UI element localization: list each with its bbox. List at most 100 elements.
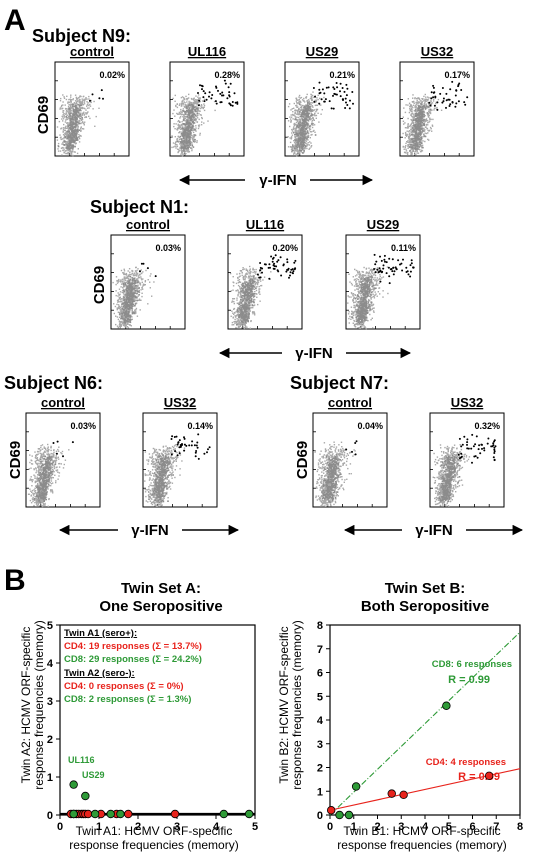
chart-b-cd8-label: CD8: 6 responses [432, 659, 512, 670]
flow-plot-frame [54, 61, 130, 157]
flow-plot-cloud [27, 443, 70, 508]
point-cd4 [387, 789, 396, 798]
x-tick-label: 0 [327, 821, 333, 833]
flow-plot-positive-events [170, 433, 211, 460]
y-tick-label: 4 [47, 658, 54, 670]
flow-plot-cloud [56, 94, 100, 157]
y-tick-label: 0 [317, 810, 323, 822]
point-cd4 [484, 771, 494, 781]
legend-a2-cd4: CD4: 0 responses (Σ = 0%) [64, 681, 183, 692]
flow-plot-condition: US29 [367, 217, 400, 232]
x-tick-label: 0 [57, 821, 63, 833]
flow-plot-percent: 0.17% [444, 70, 470, 80]
flow-plot-positive-events [52, 440, 74, 458]
subject-n7-title: Subject N7: [290, 373, 389, 393]
annotation-ul116: UL116 [68, 755, 95, 765]
flow-plot-percent: 0.04% [357, 421, 383, 431]
chart-b-title-2: Both Seropositive [361, 598, 489, 615]
y-tick-label: 4 [317, 715, 324, 727]
flow-plot-positive-events [345, 440, 358, 456]
flow-plot-condition: UL116 [188, 44, 226, 59]
subject-n9-title: Subject N9: [32, 26, 131, 46]
y-tick-label: 5 [47, 620, 53, 632]
flow-plot-percent: 0.32% [474, 421, 500, 431]
point-cd4 [326, 806, 336, 815]
flow-plots: control0.02%UL1160.28%US290.21%US320.17%… [25, 44, 505, 508]
flow-plot: US32 0.32% [429, 395, 505, 508]
n7-x-axis-label: γ-IFN [343, 522, 524, 539]
flow-plot-positive-events [373, 253, 415, 285]
flow-plot-positive-events [256, 254, 297, 280]
point-cd8 [335, 810, 344, 820]
chart-a-xlabel-1: Twin A1: HCMV ORF-specific [76, 824, 233, 838]
svg-text:γ-IFN: γ-IFN [295, 345, 333, 362]
flow-plot-cloud [112, 266, 155, 329]
flow-plot-positive-events [197, 79, 239, 107]
flow-plot-cloud [347, 266, 389, 330]
x-tick-label: 3 [174, 821, 180, 833]
chart-a-title-1: Twin Set A: [121, 580, 201, 597]
x-tick-label: 1 [351, 821, 357, 833]
svg-text:γ-IFN: γ-IFN [415, 522, 453, 539]
point-cd8 [244, 809, 254, 819]
flow-plot-cloud [432, 444, 471, 507]
point-cd8 [351, 782, 361, 791]
flow-plot-percent: 0.21% [329, 70, 355, 80]
chart-a-ylabel-2: response frequencies (memory) [32, 620, 46, 789]
point-cd4 [170, 809, 180, 819]
y-tick-label: 3 [47, 696, 53, 708]
y-tick-label: 1 [47, 772, 53, 784]
flow-plot-condition: control [70, 44, 114, 59]
chart-b-ylabel-2: response frequencies (memory) [290, 620, 304, 789]
y-tick-label: 8 [317, 620, 323, 632]
flow-plot-cloud [314, 441, 356, 507]
n9-y-label: CD69 [35, 96, 52, 134]
annotation-us29: US29 [82, 770, 105, 780]
flow-plot: control 0.02% [54, 44, 130, 157]
point-cd8 [219, 809, 228, 819]
y-tick-label: 3 [317, 739, 323, 751]
y-tick-label: 7 [317, 644, 323, 656]
panel-a-letter: A [4, 4, 26, 37]
flow-plot-positive-events [139, 262, 157, 278]
flow-plot-condition: US32 [451, 395, 484, 410]
flow-plot-condition: control [41, 395, 85, 410]
x-tick-label: 4 [422, 821, 429, 833]
point-cd4 [399, 790, 408, 800]
y-tick-label: 6 [317, 668, 323, 680]
x-tick-label: 2 [135, 821, 141, 833]
point-cd4 [83, 809, 93, 819]
legend-a1-cd8: CD8: 29 responses (Σ = 24.2%) [64, 654, 202, 665]
x-tick-label: 5 [252, 821, 258, 833]
point-cd8 [344, 810, 354, 820]
flow-plot-percent: 0.02% [99, 70, 125, 80]
subject-n1-title: Subject N1: [90, 197, 189, 217]
chart-b-xlabel-1: Twin B1: HCMV ORF-specific [343, 824, 500, 838]
svg-text:γ-IFN: γ-IFN [259, 172, 297, 189]
x-tick-label: 8 [517, 821, 523, 833]
x-tick-label: 5 [446, 821, 452, 833]
chart-a-title-2: One Seropositive [99, 598, 222, 615]
flow-plot-cloud [144, 444, 186, 507]
flow-plot-positive-events [428, 80, 469, 111]
flow-plot: control 0.03% [25, 395, 101, 508]
point-cd8 [81, 791, 90, 801]
flow-plot-condition: control [126, 217, 170, 232]
point-cd4 [124, 809, 133, 819]
legend-a1-cd4: CD4: 19 responses (Σ = 13.7%) [64, 641, 202, 652]
flow-plot-cloud [229, 265, 272, 330]
flow-plot-percent: 0.03% [70, 421, 96, 431]
n6-x-axis-label: γ-IFN [58, 522, 240, 539]
flow-plot-percent: 0.11% [391, 243, 416, 253]
chart-b-title-1: Twin Set B: [385, 580, 466, 597]
x-tick-label: 1 [96, 821, 102, 833]
x-tick-label: 7 [493, 821, 499, 833]
point-cd8 [69, 780, 78, 789]
